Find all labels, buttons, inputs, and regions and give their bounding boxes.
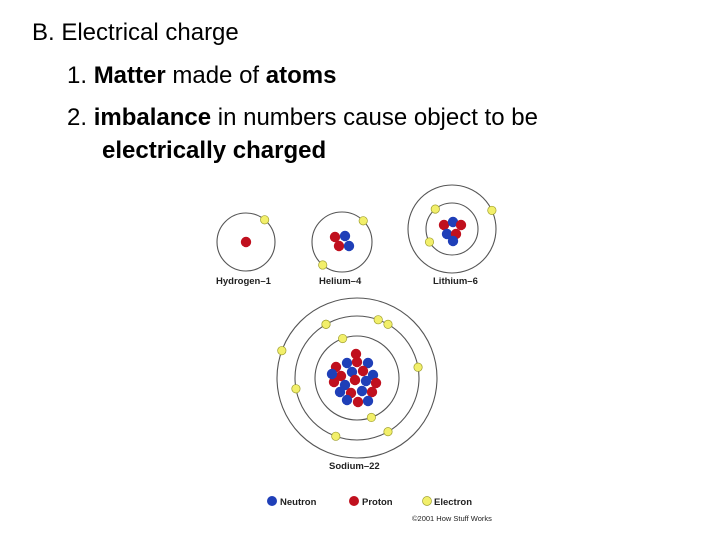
bullet-2-text: in numbers cause object to be: [211, 104, 538, 131]
bullet-1-text: made of: [165, 62, 266, 89]
atoms-layer: [216, 184, 497, 459]
helium-4-neutron-2: [339, 230, 351, 242]
label-hydrogen: Hydrogen–1: [216, 276, 272, 287]
hydrogen-1-electron-1: [260, 215, 270, 225]
bullet-2-continuation: electrically charged: [102, 137, 326, 165]
bullet-1-bold-matter: Matter: [93, 62, 166, 89]
sodium-22-electron-4: [383, 319, 393, 329]
lithium-6-proton-3: [455, 219, 467, 231]
sodium-22-electron-11: [277, 346, 287, 356]
label-sodium: Sodium–22: [329, 461, 380, 472]
legend-proton-label: Proton: [362, 497, 393, 508]
helium-4-neutron-4: [343, 240, 355, 252]
sodium-22-neutron-18: [341, 394, 353, 406]
sodium-22-proton-7: [357, 365, 369, 377]
sodium-22-electron-5: [413, 362, 423, 372]
sodium-22-electron-6: [383, 427, 393, 437]
bullet-2-number: 2.: [67, 104, 88, 131]
sodium-22-orbit-2: [294, 315, 420, 441]
legend: Neutron Proton Electron ©2001 How Stuff …: [267, 496, 492, 523]
sodium-22-orbit-3: [276, 297, 438, 459]
hydrogen-1-proton-1: [240, 236, 252, 248]
legend-electron-label: Electron: [434, 497, 472, 508]
sodium-22-neutron-20: [362, 395, 374, 407]
sodium-22-electron-7: [331, 431, 341, 441]
atom-labels: Hydrogen–1 Helium–4 Lithium–6 Sodium–22: [216, 276, 478, 472]
sodium-22-electron-10: [373, 315, 383, 325]
legend-neutron-label: Neutron: [280, 497, 317, 508]
sodium-22-proton-19: [352, 396, 364, 408]
sodium-22-neutron-14: [334, 386, 346, 398]
bullet-2-bold-electrically-charged: electrically charged: [102, 137, 327, 164]
label-lithium: Lithium–6: [433, 276, 478, 287]
sodium-22-electron-1: [338, 333, 348, 344]
helium-4-proton-1: [329, 231, 341, 243]
sodium-22-proton-11: [349, 374, 361, 386]
sodium-22-electron-8: [291, 384, 301, 394]
helium-4-orbit-1: [311, 211, 373, 273]
sodium-22-neutron-4: [362, 357, 374, 369]
sodium-22-neutron-6: [346, 366, 358, 378]
lithium-6-proton-1: [438, 219, 450, 231]
legend-neutron-swatch: [267, 496, 277, 506]
lithium-6-neutron-6: [447, 235, 459, 247]
sodium-22-neutron-22: [326, 368, 338, 380]
bullet-2-bold-imbalance: imbalance: [93, 104, 212, 131]
lithium-6-electron-2: [424, 237, 435, 247]
sodium-22-proton-21: [350, 348, 362, 360]
bullet-1-bold-atoms: atoms: [265, 62, 337, 89]
helium-4-proton-3: [333, 240, 345, 252]
sodium-22-proton-13: [370, 377, 382, 389]
sodium-22-proton-9: [328, 376, 340, 388]
sodium-22-orbit-1: [314, 335, 400, 421]
helium-4-electron-2: [318, 260, 328, 270]
sodium-22-proton-17: [366, 386, 378, 398]
sodium-22-electron-9: [321, 319, 331, 329]
hydrogen-1-orbit-1: [216, 212, 276, 272]
bullet-1: 1. Matter made of atoms: [67, 62, 336, 90]
lithium-6-electron-1: [430, 204, 440, 214]
sodium-22-electron-2: [366, 412, 376, 423]
bullet-2: 2. imbalance in numbers cause object to …: [67, 104, 538, 132]
lithium-6-orbit-1: [425, 202, 479, 256]
sodium-22-proton-3: [351, 356, 363, 368]
helium-4-electron-1: [358, 216, 368, 226]
sodium-22-neutron-8: [367, 369, 379, 381]
copyright: ©2001 How Stuff Works: [412, 514, 492, 523]
lithium-6-neutron-4: [441, 228, 453, 240]
sodium-22-neutron-2: [341, 357, 353, 369]
lithium-6-orbit-2: [407, 184, 497, 274]
sodium-22-proton-5: [335, 370, 347, 382]
legend-proton-swatch: [349, 496, 359, 506]
lithium-6-neutron-2: [447, 216, 459, 228]
legend-electron-swatch: [422, 496, 432, 506]
sodium-22-neutron-12: [360, 375, 372, 387]
heading: B. Electrical charge: [32, 19, 239, 46]
sodium-22-neutron-16: [356, 385, 368, 397]
bullet-1-number: 1.: [67, 62, 88, 89]
lithium-6-electron-3: [487, 205, 497, 215]
label-helium: Helium–4: [319, 276, 362, 287]
